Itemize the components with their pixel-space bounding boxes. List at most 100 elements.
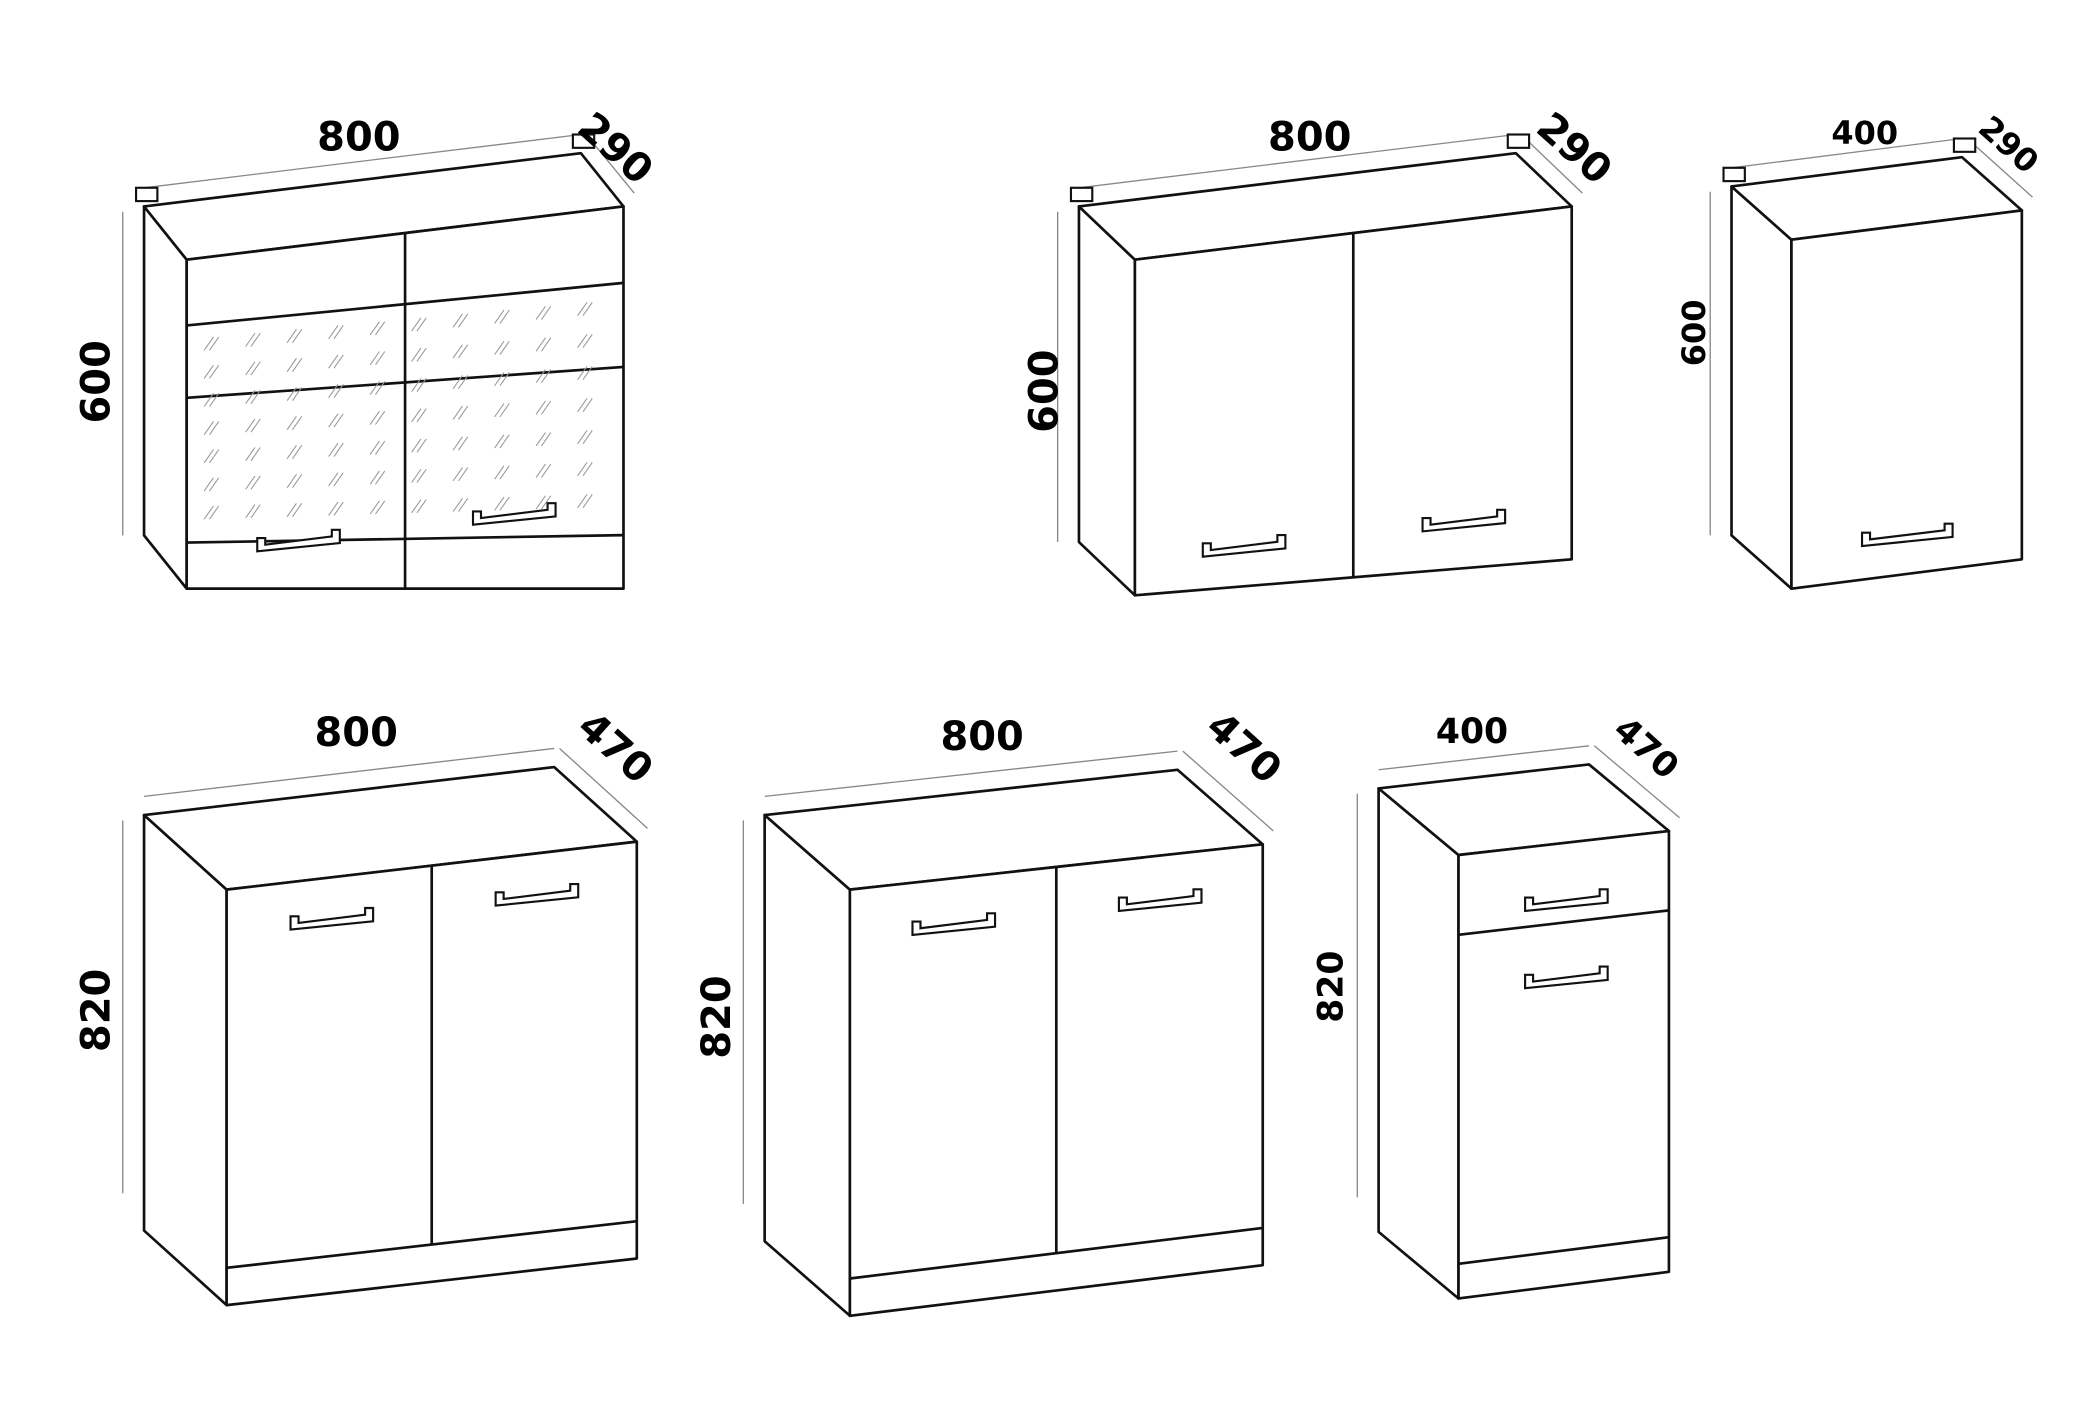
width-dimension-line: [764, 750, 1178, 798]
depth-dimension-line: [1182, 750, 1274, 832]
glass-pattern-stroke: [209, 477, 220, 492]
width-label: 800: [315, 710, 398, 756]
glass-pattern-stroke: [286, 445, 297, 459]
glass-pattern-stroke: [494, 372, 505, 387]
handle-icon: [911, 912, 997, 937]
width-dimension-line: [1378, 745, 1590, 771]
glass-pattern-stroke: [416, 408, 427, 423]
glass-pattern-stroke: [535, 432, 546, 447]
glass-pattern-stroke: [535, 369, 546, 384]
glass-pattern-stroke: [499, 434, 510, 449]
glass-pattern-stroke: [411, 468, 422, 483]
glass-pattern-stroke: [328, 501, 339, 516]
glass-pattern-stroke: [541, 337, 552, 352]
glass-pattern-stroke: [452, 436, 463, 451]
glass-pattern-stroke: [577, 302, 588, 317]
side-panel: [763, 813, 852, 1318]
glass-pattern-stroke: [499, 309, 510, 324]
glass-pattern-stroke: [369, 440, 380, 455]
glass-pattern-stroke: [292, 503, 303, 517]
hanging-bracket-icon: [1722, 166, 1746, 183]
handle-icon: [1421, 508, 1507, 533]
width-dimension-line: [1731, 137, 1962, 169]
height-label: 820: [694, 975, 740, 1058]
width-dimension-line: [143, 747, 555, 798]
glass-pattern-stroke: [292, 387, 303, 401]
depth-dimension-line: [1520, 134, 1583, 194]
glass-pattern-stroke: [416, 347, 427, 362]
glass-pattern-stroke: [452, 375, 463, 390]
plinth-line: [1458, 1235, 1670, 1266]
depth-label: 470: [569, 703, 662, 793]
glass-pattern-stroke: [203, 477, 214, 492]
glass-pattern-stroke: [494, 496, 505, 511]
glass-pattern-stroke: [328, 325, 339, 340]
glass-pattern-stroke: [452, 313, 463, 328]
glass-pattern-stroke: [286, 387, 297, 401]
height-label: 820: [73, 969, 119, 1052]
glass-pattern-stroke: [286, 329, 297, 343]
glass-pattern-stroke: [203, 505, 214, 520]
side-panel: [142, 205, 189, 590]
glass-pattern-stroke: [494, 340, 505, 355]
handle-icon: [1117, 888, 1203, 913]
handle-icon: [471, 502, 557, 526]
glass-pattern-stroke: [250, 504, 261, 519]
glass-pattern-stroke: [333, 354, 344, 369]
glass-pattern-stroke: [245, 447, 256, 462]
glass-pattern-stroke: [416, 468, 427, 483]
glass-pattern-stroke: [245, 504, 256, 519]
glass-pattern-stroke: [203, 336, 214, 351]
glass-pattern-stroke: [494, 434, 505, 449]
glass-pattern-stroke: [582, 430, 593, 445]
glass-pattern-stroke: [333, 442, 344, 457]
glass-pattern-stroke: [541, 463, 552, 478]
glass-pattern-stroke: [411, 438, 422, 453]
glass-pattern-stroke: [582, 366, 593, 381]
glass-pattern-stroke: [375, 500, 386, 515]
glass-pattern-stroke: [286, 358, 297, 372]
glass-pattern-stroke: [577, 366, 588, 381]
side-panel: [1377, 787, 1460, 1300]
glass-pattern-stroke: [245, 332, 256, 347]
glass-pattern-stroke: [286, 503, 297, 517]
height-label: 600: [1675, 300, 1713, 367]
glass-pattern-stroke: [375, 351, 386, 366]
glass-pattern-stroke: [458, 405, 469, 420]
depth-dimension-line: [1593, 745, 1681, 819]
glass-pattern-stroke: [333, 384, 344, 398]
glass-pattern-stroke: [416, 499, 427, 514]
glass-pattern-stroke: [577, 398, 588, 413]
side-panel: [1077, 205, 1137, 597]
glass-pattern-stroke: [494, 403, 505, 418]
glass-pattern-stroke: [452, 405, 463, 420]
glass-pattern-stroke: [577, 462, 588, 477]
glass-pattern-stroke: [582, 302, 593, 317]
depth-dimension-line: [559, 747, 648, 829]
glass-pattern-stroke: [369, 410, 380, 425]
glass-pattern-stroke: [416, 317, 427, 332]
width-dimension-line: [1078, 133, 1516, 189]
shelf-line: [186, 365, 624, 400]
glass-pattern-stroke: [375, 321, 386, 336]
height-label: 600: [73, 340, 119, 423]
glass-pattern-stroke: [328, 384, 339, 398]
glass-pattern-stroke: [369, 381, 380, 395]
glass-pattern-stroke: [541, 400, 552, 415]
glass-pattern-stroke: [499, 465, 510, 480]
glass-pattern-stroke: [411, 317, 422, 332]
glass-pattern-stroke: [203, 364, 214, 379]
glass-pattern-stroke: [582, 398, 593, 413]
glass-pattern-stroke: [209, 505, 220, 520]
front-panel: [1790, 209, 2024, 590]
glass-pattern-stroke: [209, 449, 220, 464]
width-label: 400: [1436, 712, 1508, 752]
glass-pattern-stroke: [250, 418, 261, 433]
width-label: 800: [940, 714, 1023, 760]
glass-pattern-stroke: [369, 351, 380, 366]
glass-pattern-stroke: [535, 337, 546, 352]
height-label: 600: [1022, 349, 1068, 432]
handle-icon: [289, 906, 375, 931]
hanging-bracket-icon: [1952, 137, 1977, 153]
